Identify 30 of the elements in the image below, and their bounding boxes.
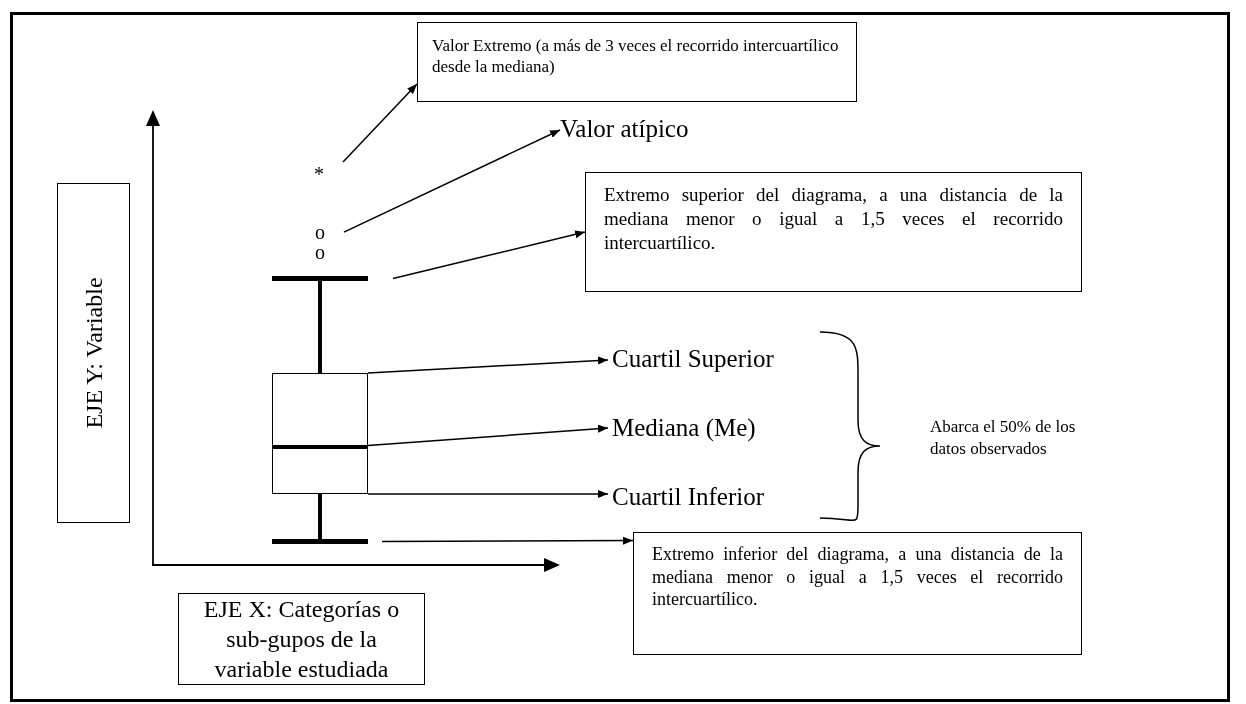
text-box: [633, 532, 1082, 655]
arrow: [367, 424, 609, 447]
text-box: [57, 183, 130, 523]
whisker-cap: [272, 539, 368, 544]
box-text: EJE X: Categorías o sub-gupos de la variable estudiada: [202, 595, 401, 684]
whisker-line: [318, 281, 322, 373]
whisker-line: [318, 494, 322, 539]
arrow: [367, 489, 609, 498]
text-label: Mediana (Me): [612, 413, 757, 444]
axis-title: EJE Y: Variable: [79, 277, 108, 429]
quartile-box: [272, 373, 368, 494]
text-label: Cuartil Superior: [612, 344, 775, 374]
text-label: o: [315, 242, 325, 262]
text-box: [417, 22, 857, 102]
text-label: Cuartil Inferior: [612, 482, 766, 512]
arrow: [392, 230, 586, 280]
text-label: *: [314, 162, 324, 187]
arrow: [381, 536, 634, 545]
arrow: [367, 356, 609, 374]
text-label: o: [315, 222, 325, 242]
text-box: [585, 172, 1082, 292]
whisker-cap: [272, 276, 368, 281]
box-text: Extremo inferior del diagrama, a una distancia de la mediana menor o igual a 1,5 veces el recorrido intercuartílico.: [652, 543, 1063, 611]
box-text: Valor Extremo (a más de 3 veces el recorrido intercuartílico desde la mediana): [432, 35, 840, 78]
note-text: Abarca el 50% de los datos observados: [930, 416, 1077, 461]
arrow: [342, 83, 418, 163]
text-box: [178, 593, 425, 685]
arrow: [343, 129, 561, 233]
box-text: Extremo superior del diagrama, a una distancia de la mediana menor o igual a 1,5 veces el recorrido intercuartílico.: [604, 183, 1063, 255]
text-label: Valor atípico: [560, 114, 690, 144]
